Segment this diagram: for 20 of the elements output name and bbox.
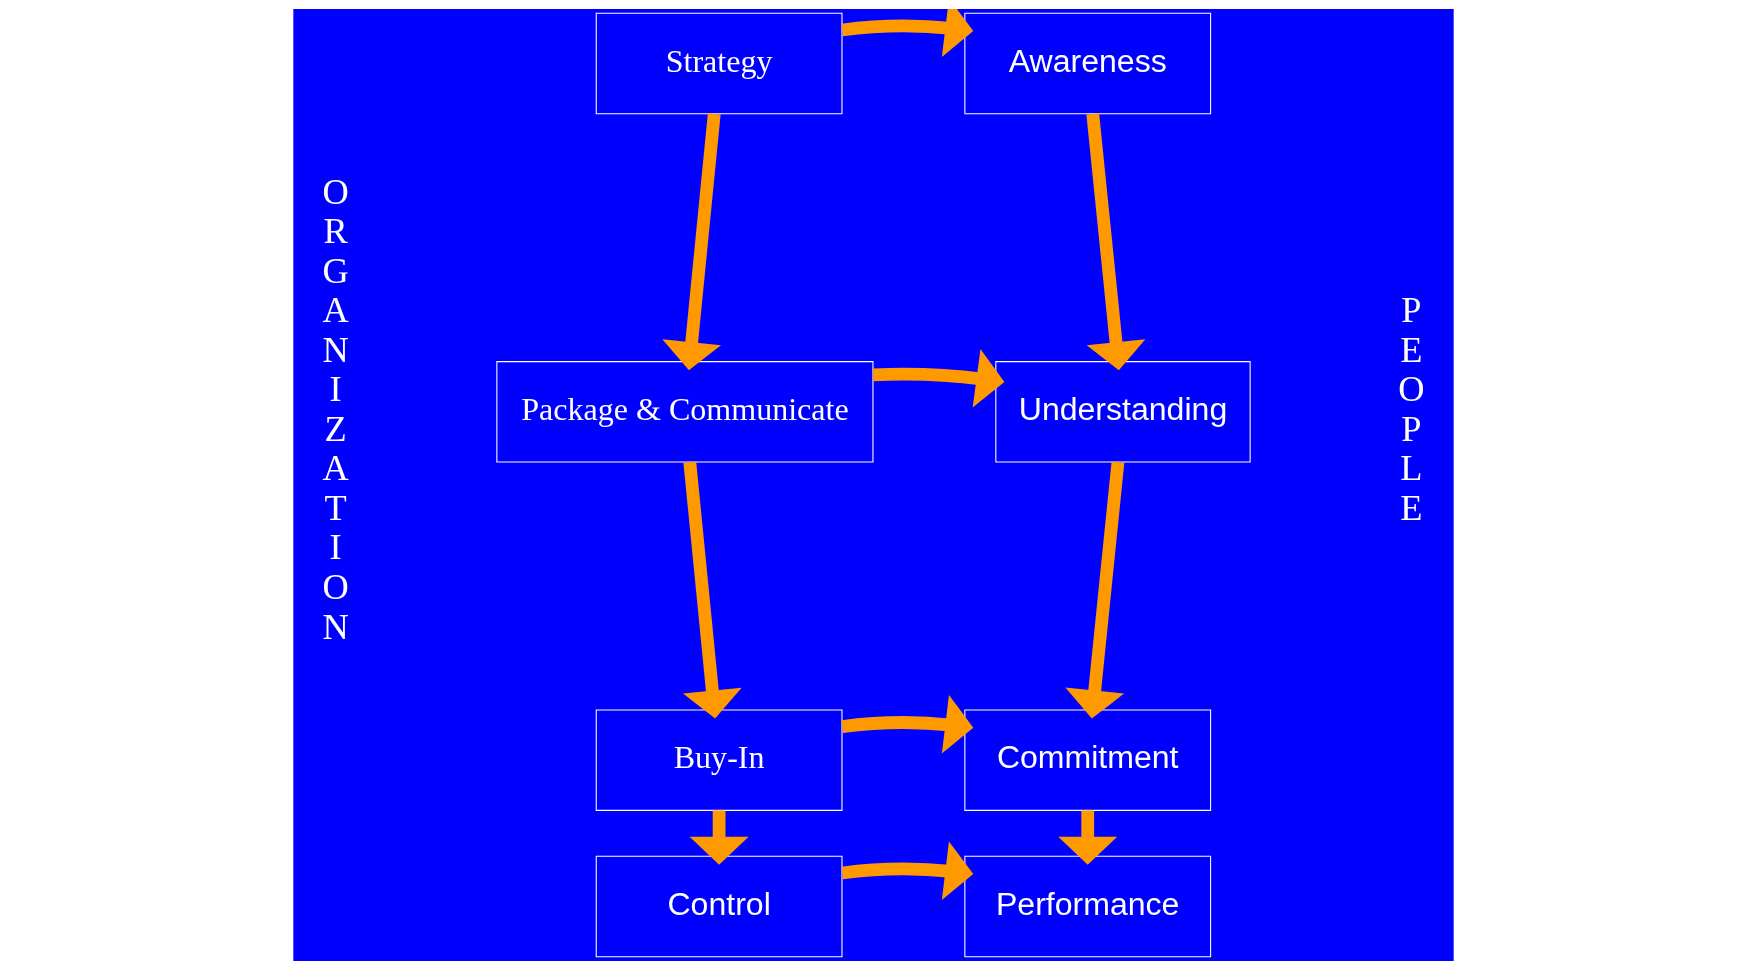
arrow <box>689 809 749 865</box>
node-box: Awareness <box>963 12 1211 114</box>
node-box: Control <box>595 855 842 957</box>
node-box: Performance <box>963 855 1211 957</box>
arrow <box>840 694 973 754</box>
node-box: Strategy <box>595 12 842 114</box>
node-box: Commitment <box>963 708 1211 811</box>
label: ORGANIZATION <box>321 171 349 647</box>
arrow <box>1085 112 1145 370</box>
arrow <box>1064 460 1124 719</box>
label: PEOPLE <box>1397 289 1425 528</box>
node-box: Package & Communicate <box>495 360 873 463</box>
arrow <box>1057 809 1117 865</box>
arrow <box>661 112 721 370</box>
node-box: Buy-In <box>595 708 842 811</box>
arrow <box>840 8 973 57</box>
node-box: Understanding <box>994 360 1251 463</box>
arrow <box>872 348 1004 407</box>
arrow <box>840 840 973 900</box>
arrow <box>682 461 742 719</box>
